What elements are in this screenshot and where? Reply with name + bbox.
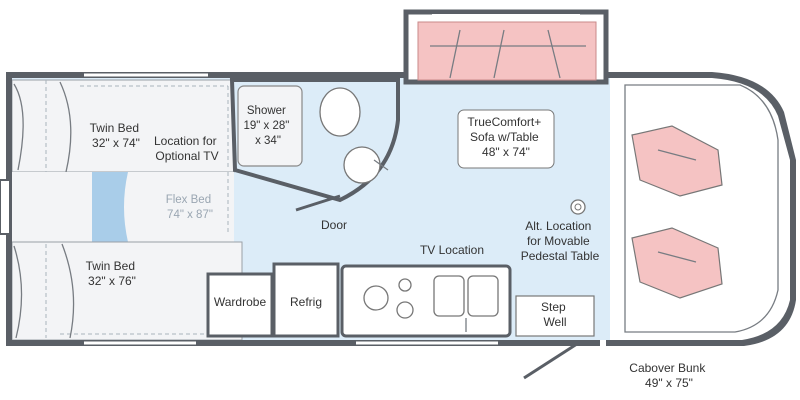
label-tv-location: TV Location <box>420 243 484 257</box>
refrigerator <box>272 262 340 338</box>
twin-bed-top-blanket <box>59 81 72 173</box>
cab-seat-top-line <box>657 149 697 161</box>
label-step-well: Step Well <box>541 300 569 329</box>
stove-burner-3 <box>398 278 412 292</box>
sofa <box>417 21 597 81</box>
kitchen-sink-right <box>467 275 499 317</box>
pedestal-table-marker-inner <box>574 203 582 211</box>
sofa-seat-line-1 <box>449 29 461 79</box>
cab-seat-bottom-line <box>657 251 697 263</box>
label-shower: Shower 19" x 28" x 34" <box>243 105 292 147</box>
label-wardrobe: Wardrobe <box>214 295 267 309</box>
bath-door <box>295 194 341 212</box>
toilet <box>319 87 361 137</box>
shower-stall <box>237 85 303 167</box>
cab-seat-top <box>631 125 723 197</box>
cab-seat-bottom <box>631 227 723 299</box>
wardrobe <box>206 272 274 338</box>
bath-faucet <box>373 159 389 171</box>
pedestal-table-marker <box>570 199 586 215</box>
label-door: Door <box>321 218 347 232</box>
label-refrig: Refrig <box>290 295 322 309</box>
label-flex-bed: Flex Bed 74" x 87" <box>166 194 215 221</box>
twin-bed-top <box>11 79 235 173</box>
cabover-area <box>610 78 788 340</box>
sofa-label-box <box>457 109 555 169</box>
entry-door <box>523 340 581 380</box>
label-optional-tv: Location for Optional TV <box>154 134 220 163</box>
sofa-seat-line-3 <box>547 29 561 79</box>
label-alt-table: Alt. Location for Movable Pedestal Table <box>521 219 600 263</box>
label-twin-bed-top: Twin Bed 32" x 74" <box>90 121 143 150</box>
step-well <box>515 295 595 337</box>
sofa-seat-line-2 <box>493 29 505 79</box>
stove-burner-2 <box>396 301 414 319</box>
label-cabover: Cabover Bunk 49" x 75" <box>629 361 708 390</box>
cabover-bunk-outline <box>624 84 779 333</box>
twin-bed-bottom-blanket <box>61 243 75 339</box>
kitchen-sink-left <box>433 275 465 317</box>
side-window-left <box>0 179 11 235</box>
twin-bed-bottom-pillow <box>13 245 23 339</box>
flex-bed-cushion <box>92 172 128 242</box>
twin-bed-top-pillow <box>13 83 24 171</box>
stove-burner-1 <box>363 285 389 311</box>
label-twin-bed-bottom: Twin Bed 32" x 76" <box>86 259 139 288</box>
label-sofa: TrueComfort+ Sofa w/Table 48" x 74" <box>467 115 544 159</box>
twin-bed-bottom <box>11 241 243 341</box>
bath-sink <box>343 146 381 184</box>
